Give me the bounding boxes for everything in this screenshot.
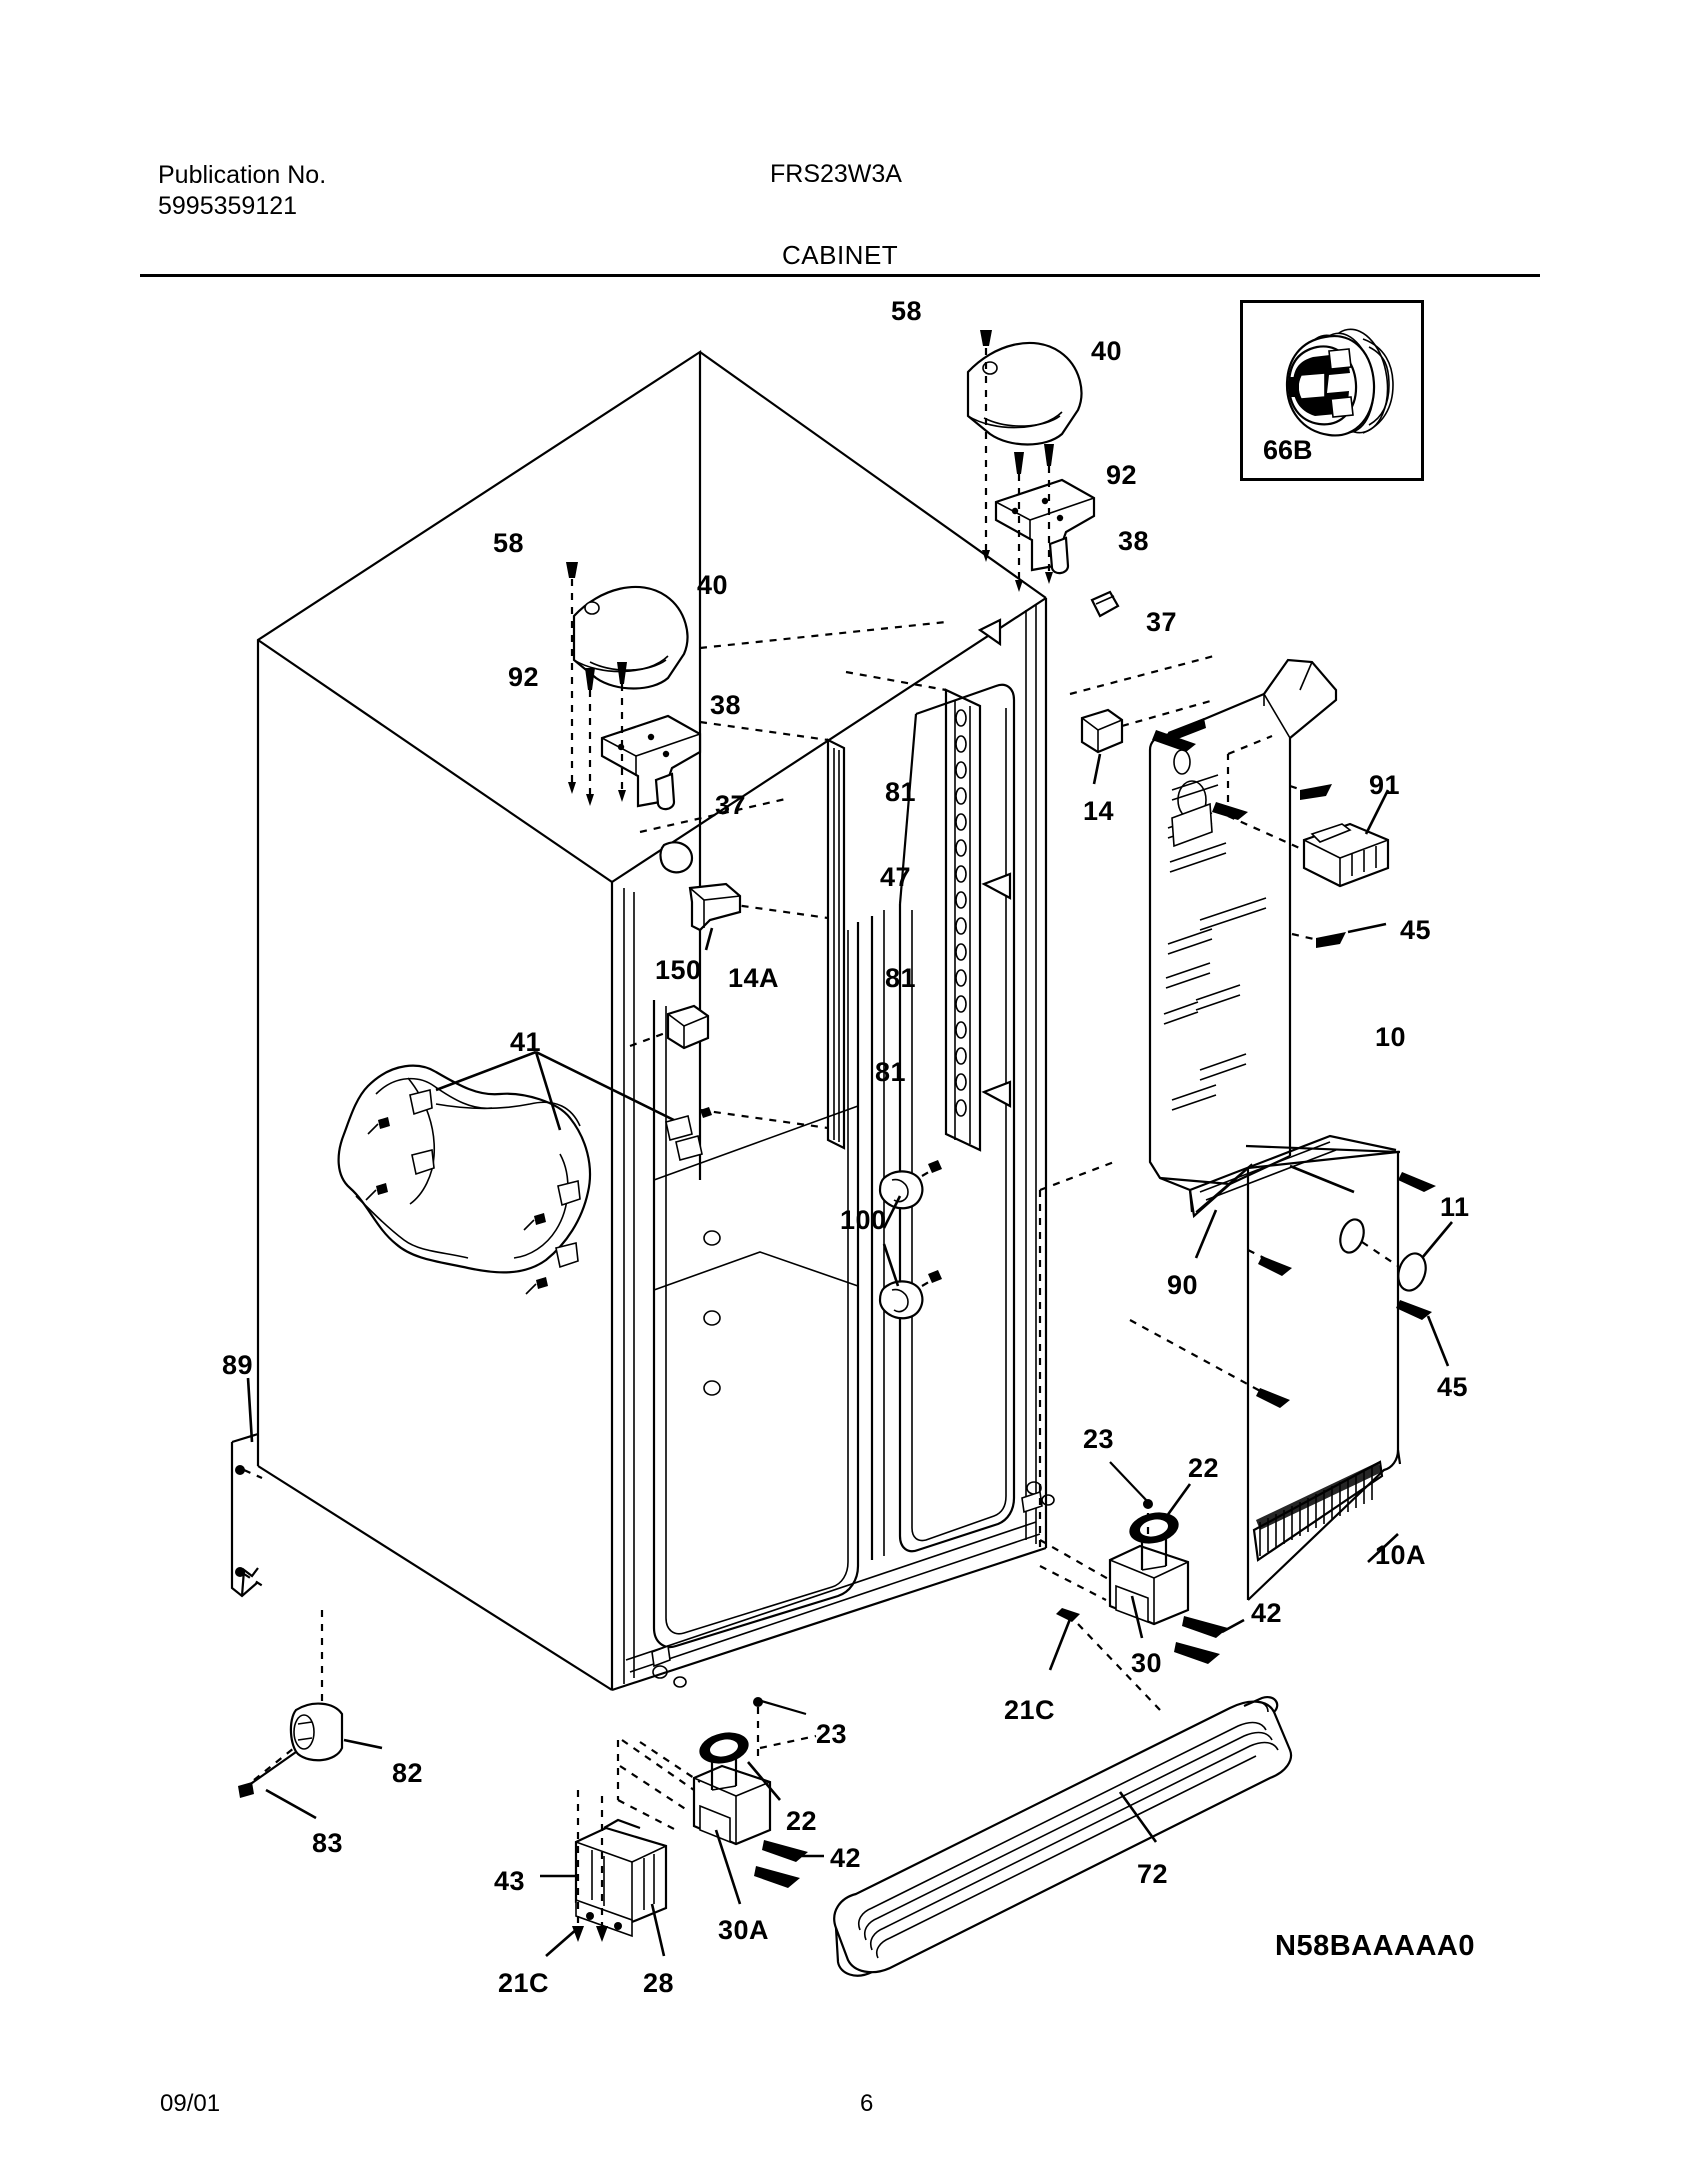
callout-23-left: 23 <box>816 1719 848 1749</box>
part-37-upper-plug <box>1090 590 1120 618</box>
part-41-gasket <box>337 1050 712 1295</box>
callout-37-upper-right: 37 <box>1146 607 1178 637</box>
diagram-code: N58BAAAAA0 <box>1275 1930 1475 1962</box>
callout-40-upper-left: 40 <box>697 570 729 600</box>
interior-shelf-lines <box>653 1105 859 1291</box>
inset-detail-box <box>1240 300 1424 481</box>
callout-23-right: 23 <box>1083 1424 1115 1454</box>
callout-45-upper: 45 <box>1400 915 1432 945</box>
bottom-left-roller-assembly <box>540 1697 824 1957</box>
callout-91: 91 <box>1369 770 1401 800</box>
callout-72: 72 <box>1137 1859 1169 1889</box>
publication-number: 5995359121 <box>158 192 298 220</box>
callout-40-upper-right: 40 <box>1091 336 1123 366</box>
callout-30: 30 <box>1131 1648 1163 1678</box>
bottom-right-roller-assembly <box>1039 1461 1245 1711</box>
right-hinge-assembly <box>966 330 1096 592</box>
callout-11: 11 <box>1440 1192 1470 1222</box>
callout-58-upper-left: 58 <box>493 528 525 558</box>
callout-30A: 30A <box>718 1915 770 1945</box>
callout-58-upper-right: 58 <box>891 296 923 326</box>
part-89-bracket <box>230 1377 267 1598</box>
publication-block: Publication No. 5995359121 <box>158 160 326 222</box>
callout-41: 41 <box>510 1027 542 1057</box>
callout-150: 150 <box>655 955 702 985</box>
part-72-toe-grille <box>833 1696 1293 1977</box>
front-face-plug-holes <box>675 1135 721 1396</box>
callout-45-lower: 45 <box>1437 1372 1469 1402</box>
callout-22-right: 22 <box>1188 1453 1220 1483</box>
part-100-plugs <box>878 1160 942 1320</box>
callout-100: 100 <box>840 1205 887 1235</box>
section-title: CABINET <box>782 240 899 270</box>
left-hinge-assembly <box>566 562 702 811</box>
shelf-ladder-rails <box>699 618 1012 1152</box>
callout-38-upper-right: 38 <box>1118 526 1150 556</box>
reference-dashed-lines <box>1038 1160 1115 1548</box>
header-rule <box>140 274 1540 277</box>
callout-92-upper-left: 92 <box>508 662 540 692</box>
callout-43: 43 <box>494 1866 526 1896</box>
callout-22-left: 22 <box>786 1806 818 1836</box>
callout-10A: 10A <box>1375 1540 1427 1570</box>
callout-37-left: 37 <box>715 790 747 820</box>
part-82-83-leveler <box>238 1610 383 1820</box>
callout-42-right: 42 <box>1251 1598 1283 1628</box>
callout-42-left: 42 <box>830 1843 862 1873</box>
part-10-air-duct <box>1148 658 1390 1194</box>
callout-82: 82 <box>392 1758 424 1788</box>
grommet-bushing-icon <box>1285 328 1394 437</box>
callout-47: 47 <box>880 862 912 892</box>
callout-83: 83 <box>312 1828 344 1858</box>
callout-10: 10 <box>1375 1022 1407 1052</box>
callout-38-upper-left: 38 <box>710 690 742 720</box>
model-number: FRS23W3A <box>770 160 902 188</box>
part-14-connector <box>1069 654 1215 785</box>
callout-89: 89 <box>222 1350 254 1380</box>
callout-81-middle: 81 <box>885 963 917 993</box>
callout-14: 14 <box>1083 796 1115 826</box>
publication-label: Publication No. <box>158 161 327 189</box>
left-pillar-parts <box>629 796 791 1050</box>
callout-90: 90 <box>1167 1270 1199 1300</box>
callout-21C-left: 21C <box>498 1968 550 1998</box>
cabinet-front-bottom-trim <box>625 1481 1055 1688</box>
callout-81-top: 81 <box>885 777 917 807</box>
callout-92-upper-right: 92 <box>1106 460 1138 490</box>
inset-part-label: 66B <box>1263 435 1313 465</box>
callout-21C-right: 21C <box>1004 1695 1056 1725</box>
footer-page-number: 6 <box>860 2090 874 2117</box>
callout-81-lower: 81 <box>875 1057 907 1087</box>
cabinet-body <box>256 349 1048 1692</box>
callout-28: 28 <box>643 1968 675 1998</box>
cabinet-door-openings <box>652 683 1016 1649</box>
part-10A-compartment-panel <box>1129 1134 1453 1601</box>
footer-date: 09/01 <box>160 2090 221 2117</box>
callout-14A: 14A <box>728 963 780 993</box>
